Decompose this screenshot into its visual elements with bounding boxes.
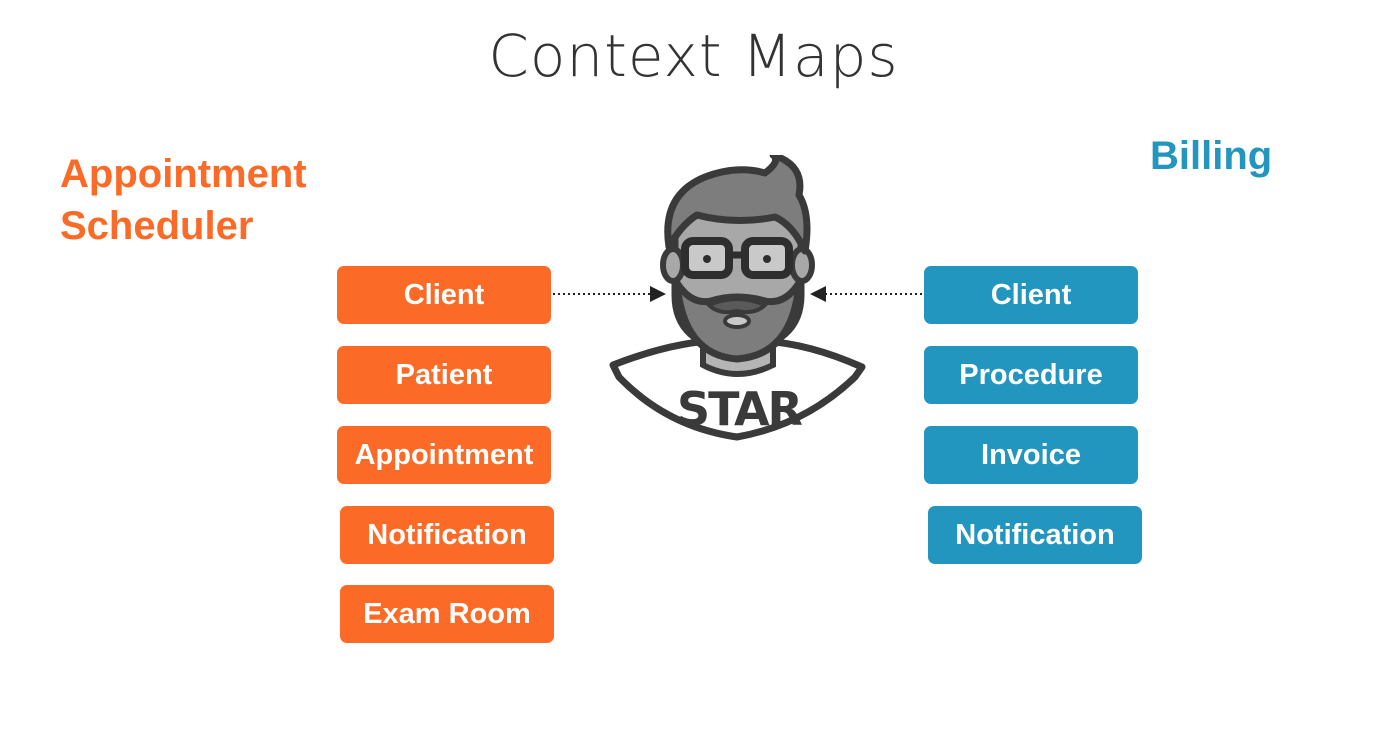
billing-entity-invoice: Invoice [924, 426, 1138, 484]
billing-entity-procedure: Procedure [924, 346, 1138, 404]
billing-entity-notification: Notification [928, 506, 1142, 564]
shirt-text: STAR [677, 382, 803, 436]
scheduler-entity-patient: Patient [337, 346, 551, 404]
scheduler-entity-appointment: Appointment [337, 426, 551, 484]
bearded-man-with-glasses-icon: STAR [609, 155, 866, 441]
scheduler-entity-exam-room: Exam Room [340, 585, 554, 643]
scheduler-entity-notification: Notification [340, 506, 554, 564]
billing-entity-label: Procedure [959, 358, 1103, 391]
billing-entity-label: Invoice [981, 438, 1081, 471]
scheduler-entity-label: Patient [395, 358, 493, 391]
billing-context-title: Billing [1150, 130, 1350, 182]
billing-entity-label: Notification [955, 518, 1115, 551]
scheduler-entity-client: Client [337, 266, 551, 324]
scheduler-title-line2: Scheduler [60, 204, 254, 248]
scheduler-title-line1: Appointment [60, 152, 307, 196]
scheduler-context-title: Appointment Scheduler [60, 148, 360, 252]
billing-entity-label: Client [990, 278, 1072, 311]
scheduler-entity-label: Client [403, 278, 485, 311]
page-title: Context Maps [488, 22, 899, 90]
billing-entity-client: Client [924, 266, 1138, 324]
scheduler-entity-label: Notification [367, 518, 527, 551]
billing-title-text: Billing [1150, 134, 1273, 178]
scheduler-entity-label: Appointment [354, 438, 534, 471]
scheduler-entity-label: Exam Room [363, 597, 531, 630]
